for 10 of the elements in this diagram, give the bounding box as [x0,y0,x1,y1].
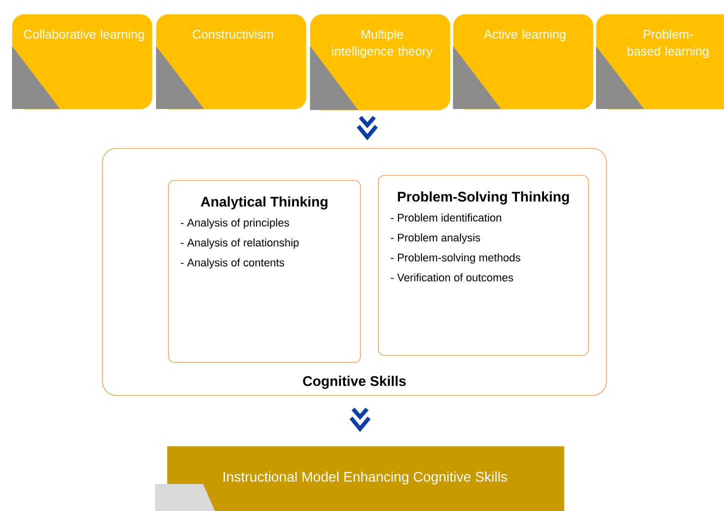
concept-box: Collaborative learning [12,14,152,110]
chevron-arrow [349,406,372,432]
concept-box: Multiple intelligence theory [310,14,450,110]
result-box: Instructional Model Enhancing Cognitive Skills [155,446,564,511]
chevron-arrow [356,115,378,140]
content-box: Analytical Thinking - Analysis of principles - Analysis of relationship - Analysis of contents [168,180,361,363]
content-box: Problem-Solving Thinking - Problem identification - Problem analysis - Problem-solving methods - Verification of outcomes [378,175,589,356]
concept-box: Active learning [453,14,594,110]
concept-box: Constructivism [156,14,306,110]
concept-box: Problem-based learning [596,14,724,110]
